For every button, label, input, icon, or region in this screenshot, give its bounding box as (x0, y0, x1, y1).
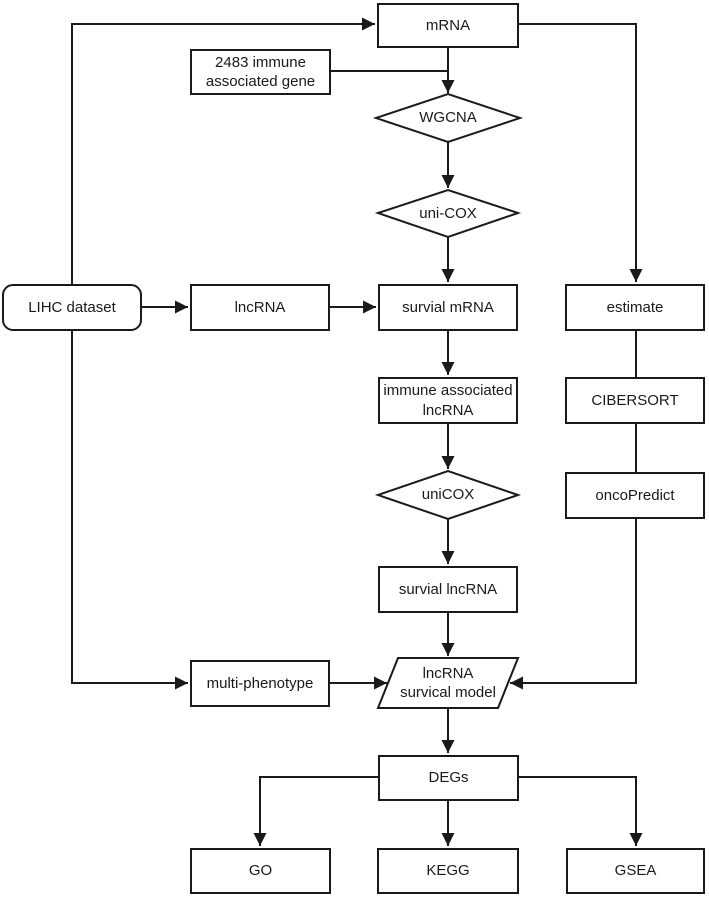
node-wgcna: WGCNA (376, 94, 520, 142)
node-kegg: KEGG (377, 848, 519, 894)
node-uni-cox: uni-COX (378, 190, 518, 237)
edge-lihc-to-mrna (71, 17, 375, 284)
node-lncrna-model: lncRNA survical model (378, 658, 518, 708)
node-unicox: uniCOX (378, 471, 518, 519)
node-go: GO (190, 848, 331, 894)
node-lihc-dataset-label: LIHC dataset (28, 298, 116, 316)
node-mrna: mRNA (377, 3, 519, 48)
wgcna-diamond-shape (372, 92, 524, 144)
node-immune-gene-label: 2483 immune associated gene (205, 53, 316, 91)
node-go-label: GO (248, 862, 273, 880)
edge-lihc-to-multi-phenotype (71, 331, 188, 690)
node-gsea: GSEA (566, 848, 705, 894)
node-survival-lncrna-label: survial lncRNA (398, 580, 498, 598)
node-survival-lncrna: survial lncRNA (378, 566, 518, 613)
node-lihc-dataset: LIHC dataset (2, 284, 142, 331)
unicox-diamond-shape (374, 469, 522, 521)
node-oncopredict-label: oncoPredict (595, 486, 675, 504)
node-survival-mrna-label: survial mRNA (402, 298, 494, 316)
node-survival-mrna: survial mRNA (378, 284, 518, 331)
node-estimate: estimate (565, 284, 705, 331)
node-multi-phenotype: multi-phenotype (190, 660, 330, 707)
node-oncopredict: oncoPredict (565, 472, 705, 519)
node-estimate-label: estimate (606, 298, 664, 316)
edge-mrna-to-estimate (519, 23, 643, 282)
node-degs-label: DEGs (428, 769, 469, 787)
node-gsea-label: GSEA (614, 862, 657, 880)
node-wgcna-label: WGCNA (419, 109, 477, 127)
node-immune-lncrna-label: immune associated lncRNA (383, 382, 513, 419)
edge-degs-to-gsea (519, 776, 643, 846)
node-lncrna-label: lncRNA (234, 298, 286, 316)
node-uni-cox-label: uni-COX (419, 204, 477, 222)
node-immune-gene: 2483 immune associated gene (190, 49, 331, 95)
node-degs: DEGs (378, 755, 519, 801)
edge-oncopredict-to-model (510, 519, 637, 690)
lncrna-model-parallelogram-shape (376, 657, 520, 709)
node-immune-lncrna: immune associated lncRNA (378, 377, 518, 424)
node-kegg-label: KEGG (426, 862, 470, 880)
node-mrna-label: mRNA (425, 16, 471, 34)
node-cibersort-label: CIBERSORT (591, 391, 679, 409)
node-lncrna: lncRNA (190, 284, 330, 331)
node-multi-phenotype-label: multi-phenotype (206, 674, 314, 692)
node-unicox-label: uniCOX (421, 486, 475, 504)
uni-cox-diamond-shape (374, 188, 522, 239)
node-cibersort: CIBERSORT (565, 377, 705, 424)
node-lncrna-model-label: lncRNA survical model (400, 664, 496, 702)
edge-degs-to-go (253, 776, 378, 846)
